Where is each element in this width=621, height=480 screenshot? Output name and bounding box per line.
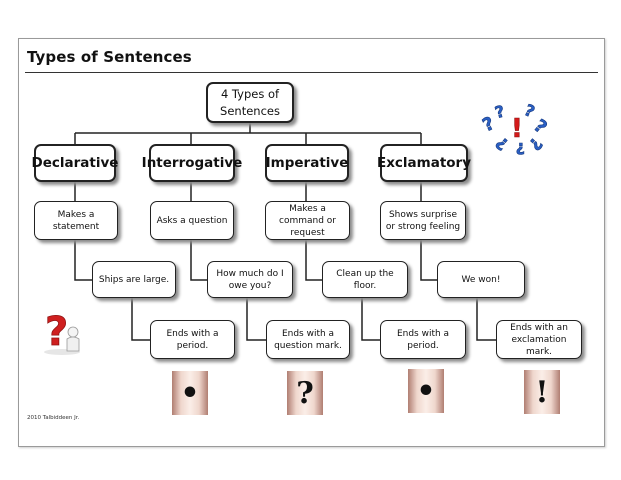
root-box: 4 Types of Sentences [206, 82, 294, 123]
description-label: Makes a statement [52, 209, 100, 232]
example-label: We won! [461, 274, 501, 285]
ending-exclamatory: Ends with an exclamation mark. [496, 320, 582, 359]
heading-label: Imperative [265, 155, 349, 171]
description-label: Asks a question [156, 215, 228, 226]
question-exclamation-cluster-icon: ? ? ? ? ? ? ? ! [481, 101, 551, 157]
heading-label: Exclamatory [376, 155, 472, 171]
heading-label: Declarative [31, 155, 119, 171]
connector-lines [74, 121, 496, 341]
svg-text:!: ! [511, 114, 523, 144]
ending-label: Ends with a period. [396, 328, 450, 351]
tile-mark: • [180, 375, 200, 411]
slide-card: Types of Sentences 4 Types of Sentences [18, 38, 605, 447]
description-exclamatory: Shows surprise or strong feeling [380, 201, 466, 240]
example-declarative: Ships are large. [92, 261, 176, 298]
example-exclamatory: We won! [437, 261, 525, 298]
description-interrogative: Asks a question [150, 201, 234, 240]
exclamation-mark-tile: ! [524, 370, 560, 414]
example-label: Clean up the floor. [336, 268, 394, 291]
tile-mark: ? [296, 375, 314, 411]
ending-interrogative: Ends with a question mark. [266, 320, 350, 359]
svg-text:?: ? [524, 133, 546, 153]
ending-label: Ends with a period. [166, 328, 219, 351]
root-label: 4 Types of Sentences [220, 86, 280, 118]
period-tile: • [408, 369, 444, 413]
period-tile: • [172, 371, 208, 415]
example-label: How much do I owe you? [216, 268, 284, 291]
heading-declarative: Declarative [31, 144, 119, 182]
slide-title: Types of Sentences [27, 48, 192, 66]
red-question-figure-icon: ? [44, 309, 80, 355]
description-declarative: Makes a statement [34, 201, 118, 240]
example-imperative: Clean up the floor. [322, 261, 408, 298]
tile-mark: • [416, 373, 436, 409]
svg-text:?: ? [521, 101, 537, 121]
example-interrogative: How much do I owe you? [207, 261, 293, 298]
copyright-note: 2010 Talbiddeen Jr. [27, 415, 80, 421]
svg-text:?: ? [45, 309, 68, 355]
heading-imperative: Imperative [265, 144, 349, 182]
heading-label: Interrogative [141, 155, 243, 171]
svg-text:?: ? [516, 139, 525, 157]
ending-declarative: Ends with a period. [150, 320, 235, 359]
question-mark-tile: ? [287, 371, 323, 415]
ending-label: Ends with an exclamation mark. [510, 322, 568, 357]
tile-mark: ! [535, 374, 549, 410]
description-label: Shows surprise or strong feeling [385, 209, 461, 232]
ending-imperative: Ends with a period. [380, 320, 466, 359]
ending-label: Ends with a question mark. [274, 328, 342, 351]
example-label: Ships are large. [98, 274, 170, 285]
title-divider [25, 72, 598, 73]
heading-exclamatory: Exclamatory [376, 144, 472, 182]
svg-text:?: ? [492, 132, 512, 154]
description-label: Makes a command or request [279, 203, 336, 238]
svg-text:?: ? [493, 101, 507, 122]
heading-interrogative: Interrogative [142, 144, 242, 182]
description-imperative: Makes a command or request [265, 201, 350, 240]
